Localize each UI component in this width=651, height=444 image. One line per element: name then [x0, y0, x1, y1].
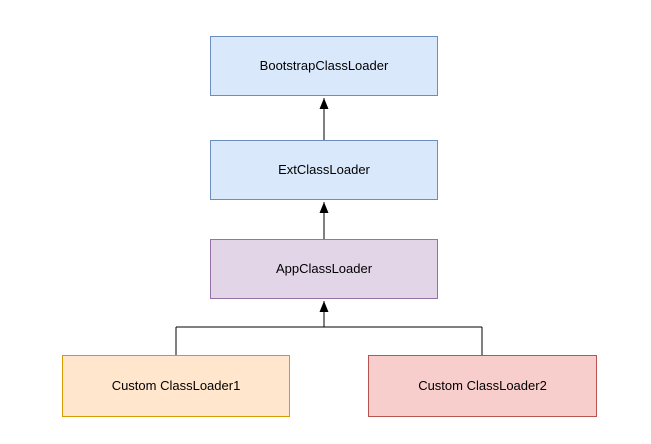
node-label-custom-classloader1: Custom ClassLoader1	[111, 378, 241, 394]
node-app-classloader: AppClassLoader	[210, 239, 438, 299]
node-label-custom-classloader2: Custom ClassLoader2	[418, 378, 547, 394]
node-ext-classloader: ExtClassLoader	[210, 140, 438, 200]
node-custom-classloader1: Custom ClassLoader1	[62, 355, 290, 417]
node-label-ext-classloader: ExtClassLoader	[278, 162, 370, 178]
node-custom-classloader2: Custom ClassLoader2	[368, 355, 597, 417]
node-bootstrap-classloader: BootstrapClassLoader	[210, 36, 438, 96]
node-label-bootstrap-classloader: BootstrapClassLoader	[259, 58, 389, 74]
node-label-app-classloader: AppClassLoader	[275, 261, 373, 277]
